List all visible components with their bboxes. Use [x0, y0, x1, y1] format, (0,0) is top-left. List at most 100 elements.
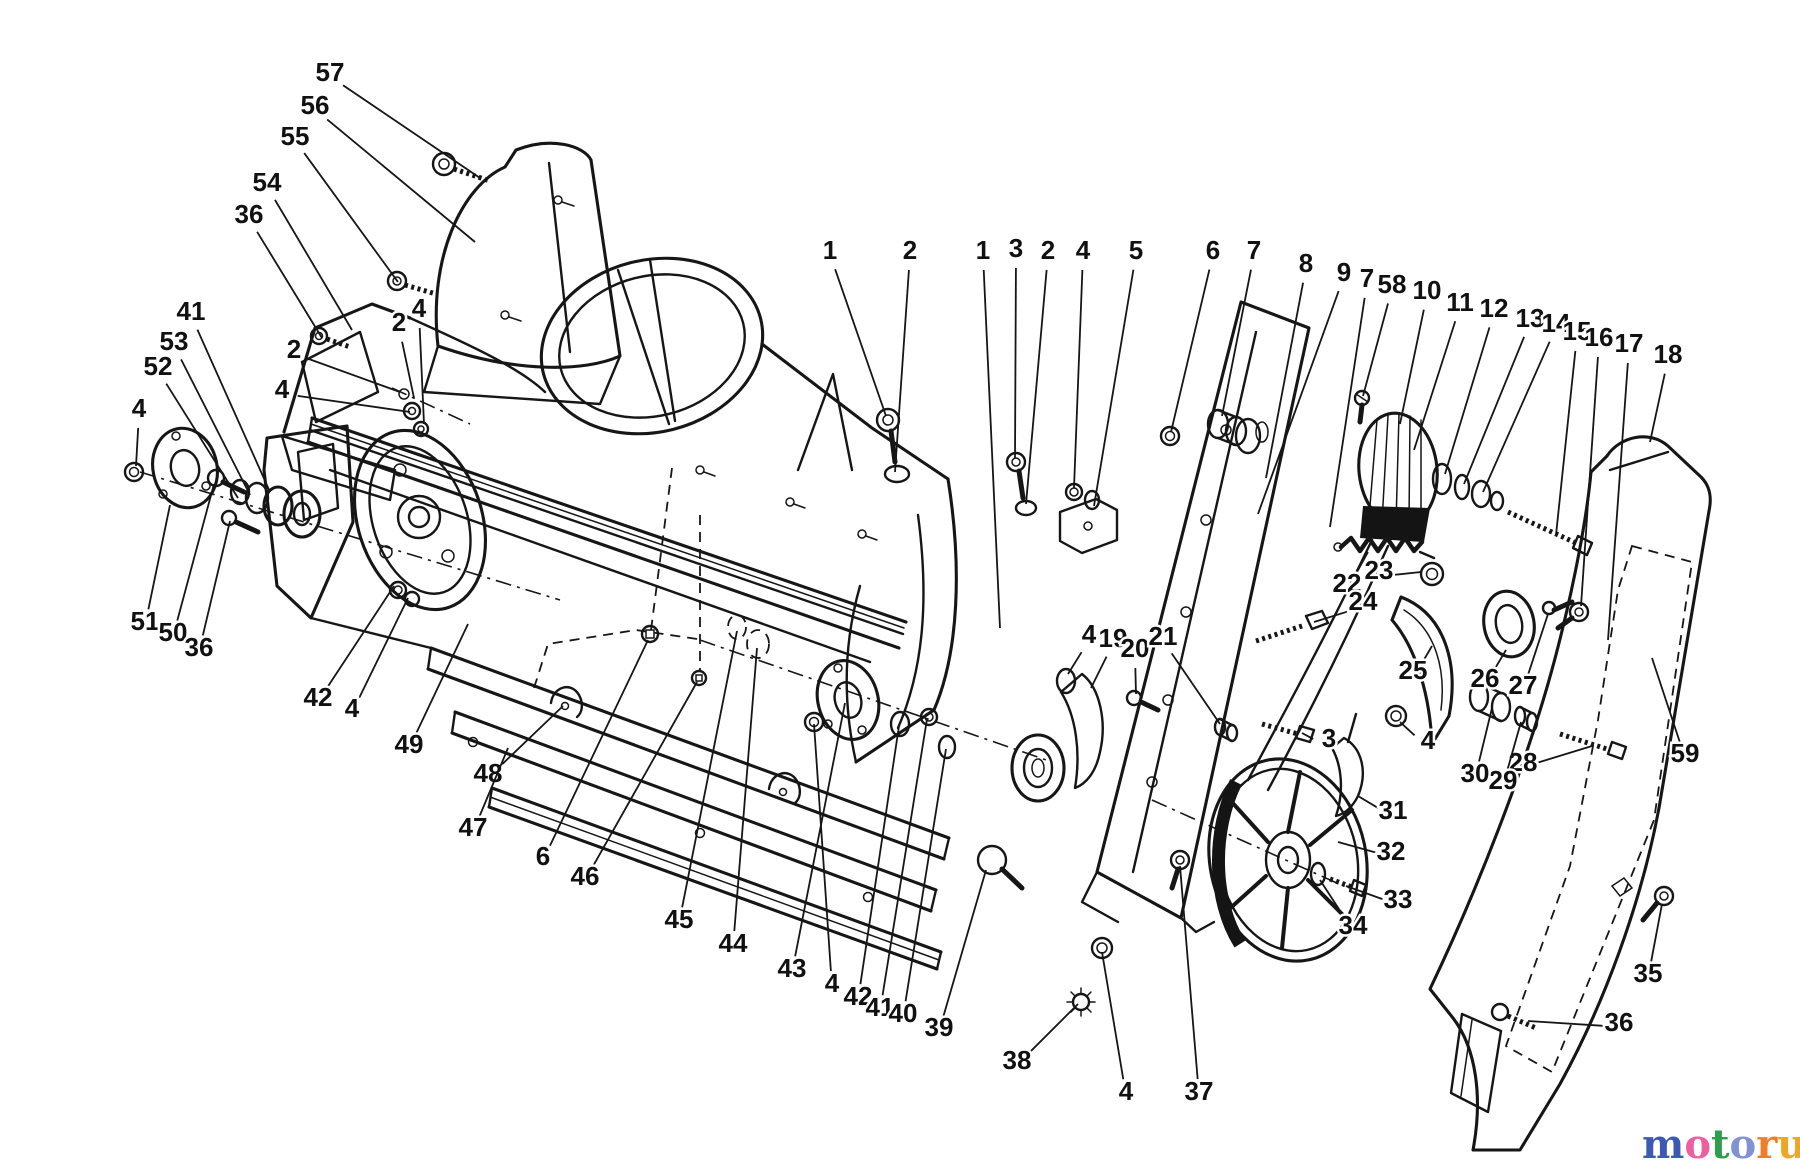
rear-bearing-flange: [640, 614, 957, 760]
svg-text:17: 17: [1615, 328, 1644, 358]
svg-text:39: 39: [925, 1012, 954, 1042]
svg-text:4: 4: [275, 374, 290, 404]
svg-text:46: 46: [571, 861, 600, 891]
callout-2: 2: [389, 305, 415, 399]
svg-text:4: 4: [1119, 1076, 1134, 1106]
svg-text:52: 52: [144, 351, 173, 381]
svg-text:32: 32: [1377, 836, 1406, 866]
svg-text:10: 10: [1413, 275, 1442, 305]
svg-text:59: 59: [1671, 738, 1700, 768]
callout-5: 5: [1093, 233, 1146, 507]
callout-20: 20: [1118, 631, 1152, 695]
callout-3: 3: [1301, 721, 1339, 756]
svg-text:33: 33: [1384, 884, 1413, 914]
svg-text:8: 8: [1299, 248, 1313, 278]
callout-26: 26: [1468, 649, 1507, 696]
callout-45: 45: [662, 630, 738, 937]
svg-text:20: 20: [1121, 633, 1150, 663]
idler-hardware: [1255, 561, 1628, 818]
callout-39: 39: [922, 869, 987, 1045]
callout-35: 35: [1631, 903, 1665, 991]
callout-6: 6: [1170, 233, 1223, 433]
svg-text:1: 1: [823, 235, 837, 265]
callout-28: 28: [1506, 745, 1593, 780]
engine-pulley: [1357, 411, 1594, 631]
callout-51: 51: [128, 504, 171, 639]
callout-43: 43: [775, 702, 846, 986]
svg-text:9: 9: [1337, 257, 1351, 287]
svg-text:4: 4: [1082, 619, 1097, 649]
callout-4: 4: [813, 723, 842, 1001]
callout-47: 47: [456, 747, 509, 845]
callout-21: 21: [1146, 619, 1221, 725]
svg-text:54: 54: [253, 167, 282, 197]
callout-6: 6: [533, 639, 649, 874]
svg-text:4: 4: [1421, 725, 1436, 755]
svg-text:51: 51: [131, 606, 160, 636]
svg-text:7: 7: [1247, 235, 1261, 265]
callout-56: 56: [298, 88, 476, 243]
svg-text:4: 4: [132, 393, 147, 423]
housing-fasteners: [309, 151, 1371, 555]
svg-text:27: 27: [1509, 670, 1538, 700]
svg-text:56: 56: [301, 90, 330, 120]
svg-text:2: 2: [287, 334, 301, 364]
svg-text:55: 55: [281, 121, 310, 151]
svg-text:16: 16: [1585, 322, 1614, 352]
svg-text:49: 49: [395, 729, 424, 759]
callout-31: 31: [1357, 793, 1410, 828]
svg-text:53: 53: [160, 326, 189, 356]
svg-text:1: 1: [976, 235, 990, 265]
svg-text:4: 4: [1076, 235, 1091, 265]
callout-52: 52: [141, 349, 239, 499]
svg-text:37: 37: [1185, 1076, 1214, 1106]
svg-text:22: 22: [1333, 568, 1362, 598]
callout-13: 13: [1463, 301, 1547, 485]
logo-letter: u: [1777, 1121, 1800, 1166]
callout-49: 49: [392, 623, 469, 762]
svg-text:42: 42: [844, 981, 873, 1011]
top-rail: [306, 416, 908, 664]
svg-text:29: 29: [1489, 765, 1518, 795]
logo-letter: t: [1711, 1121, 1730, 1166]
callout-23: 23: [1362, 553, 1422, 588]
callout-4: 4: [1067, 617, 1099, 675]
svg-text:40: 40: [889, 998, 918, 1028]
callout-42: 42: [841, 725, 900, 1014]
callout-2: 2: [284, 332, 401, 393]
callout-2: 2: [894, 233, 920, 473]
callout-59: 59: [1651, 657, 1702, 771]
discharge-opening: [539, 256, 765, 436]
svg-text:6: 6: [1206, 235, 1220, 265]
svg-text:5: 5: [1129, 235, 1143, 265]
callout-7: 7: [1221, 233, 1264, 417]
logo-letter: r: [1756, 1121, 1778, 1166]
flange-bearing-stack: [123, 426, 421, 608]
brand-logo[interactable]: motorufˊ.de: [1642, 1114, 1800, 1166]
callout-24: 24: [1313, 584, 1380, 623]
callout-4: 4: [1073, 233, 1093, 489]
svg-text:36: 36: [185, 632, 214, 662]
callout-4: 4: [342, 597, 409, 726]
scraper-rails: [426, 646, 951, 971]
svg-text:50: 50: [159, 617, 188, 647]
svg-text:21: 21: [1149, 621, 1178, 651]
svg-text:34: 34: [1339, 910, 1368, 940]
callout-36: 36: [182, 520, 231, 665]
brand-logo-word: motorufˊ: [1642, 1121, 1800, 1166]
side-plate: [262, 424, 433, 650]
callout-27: 27: [1506, 613, 1549, 703]
svg-text:26: 26: [1471, 663, 1500, 693]
svg-text:24: 24: [1349, 586, 1378, 616]
auger-pulley-disc: [352, 428, 488, 612]
svg-text:25: 25: [1399, 655, 1428, 685]
svg-text:19: 19: [1099, 623, 1128, 653]
logo-letter: o: [1684, 1121, 1712, 1166]
callout-36: 36: [232, 197, 323, 339]
callout-19: 19: [1090, 621, 1130, 689]
callout-4: 4: [409, 291, 429, 425]
callout-46: 46: [568, 681, 698, 894]
svg-text:41: 41: [177, 296, 206, 326]
callout-34: 34: [1319, 879, 1370, 943]
callout-53: 53: [157, 324, 251, 496]
